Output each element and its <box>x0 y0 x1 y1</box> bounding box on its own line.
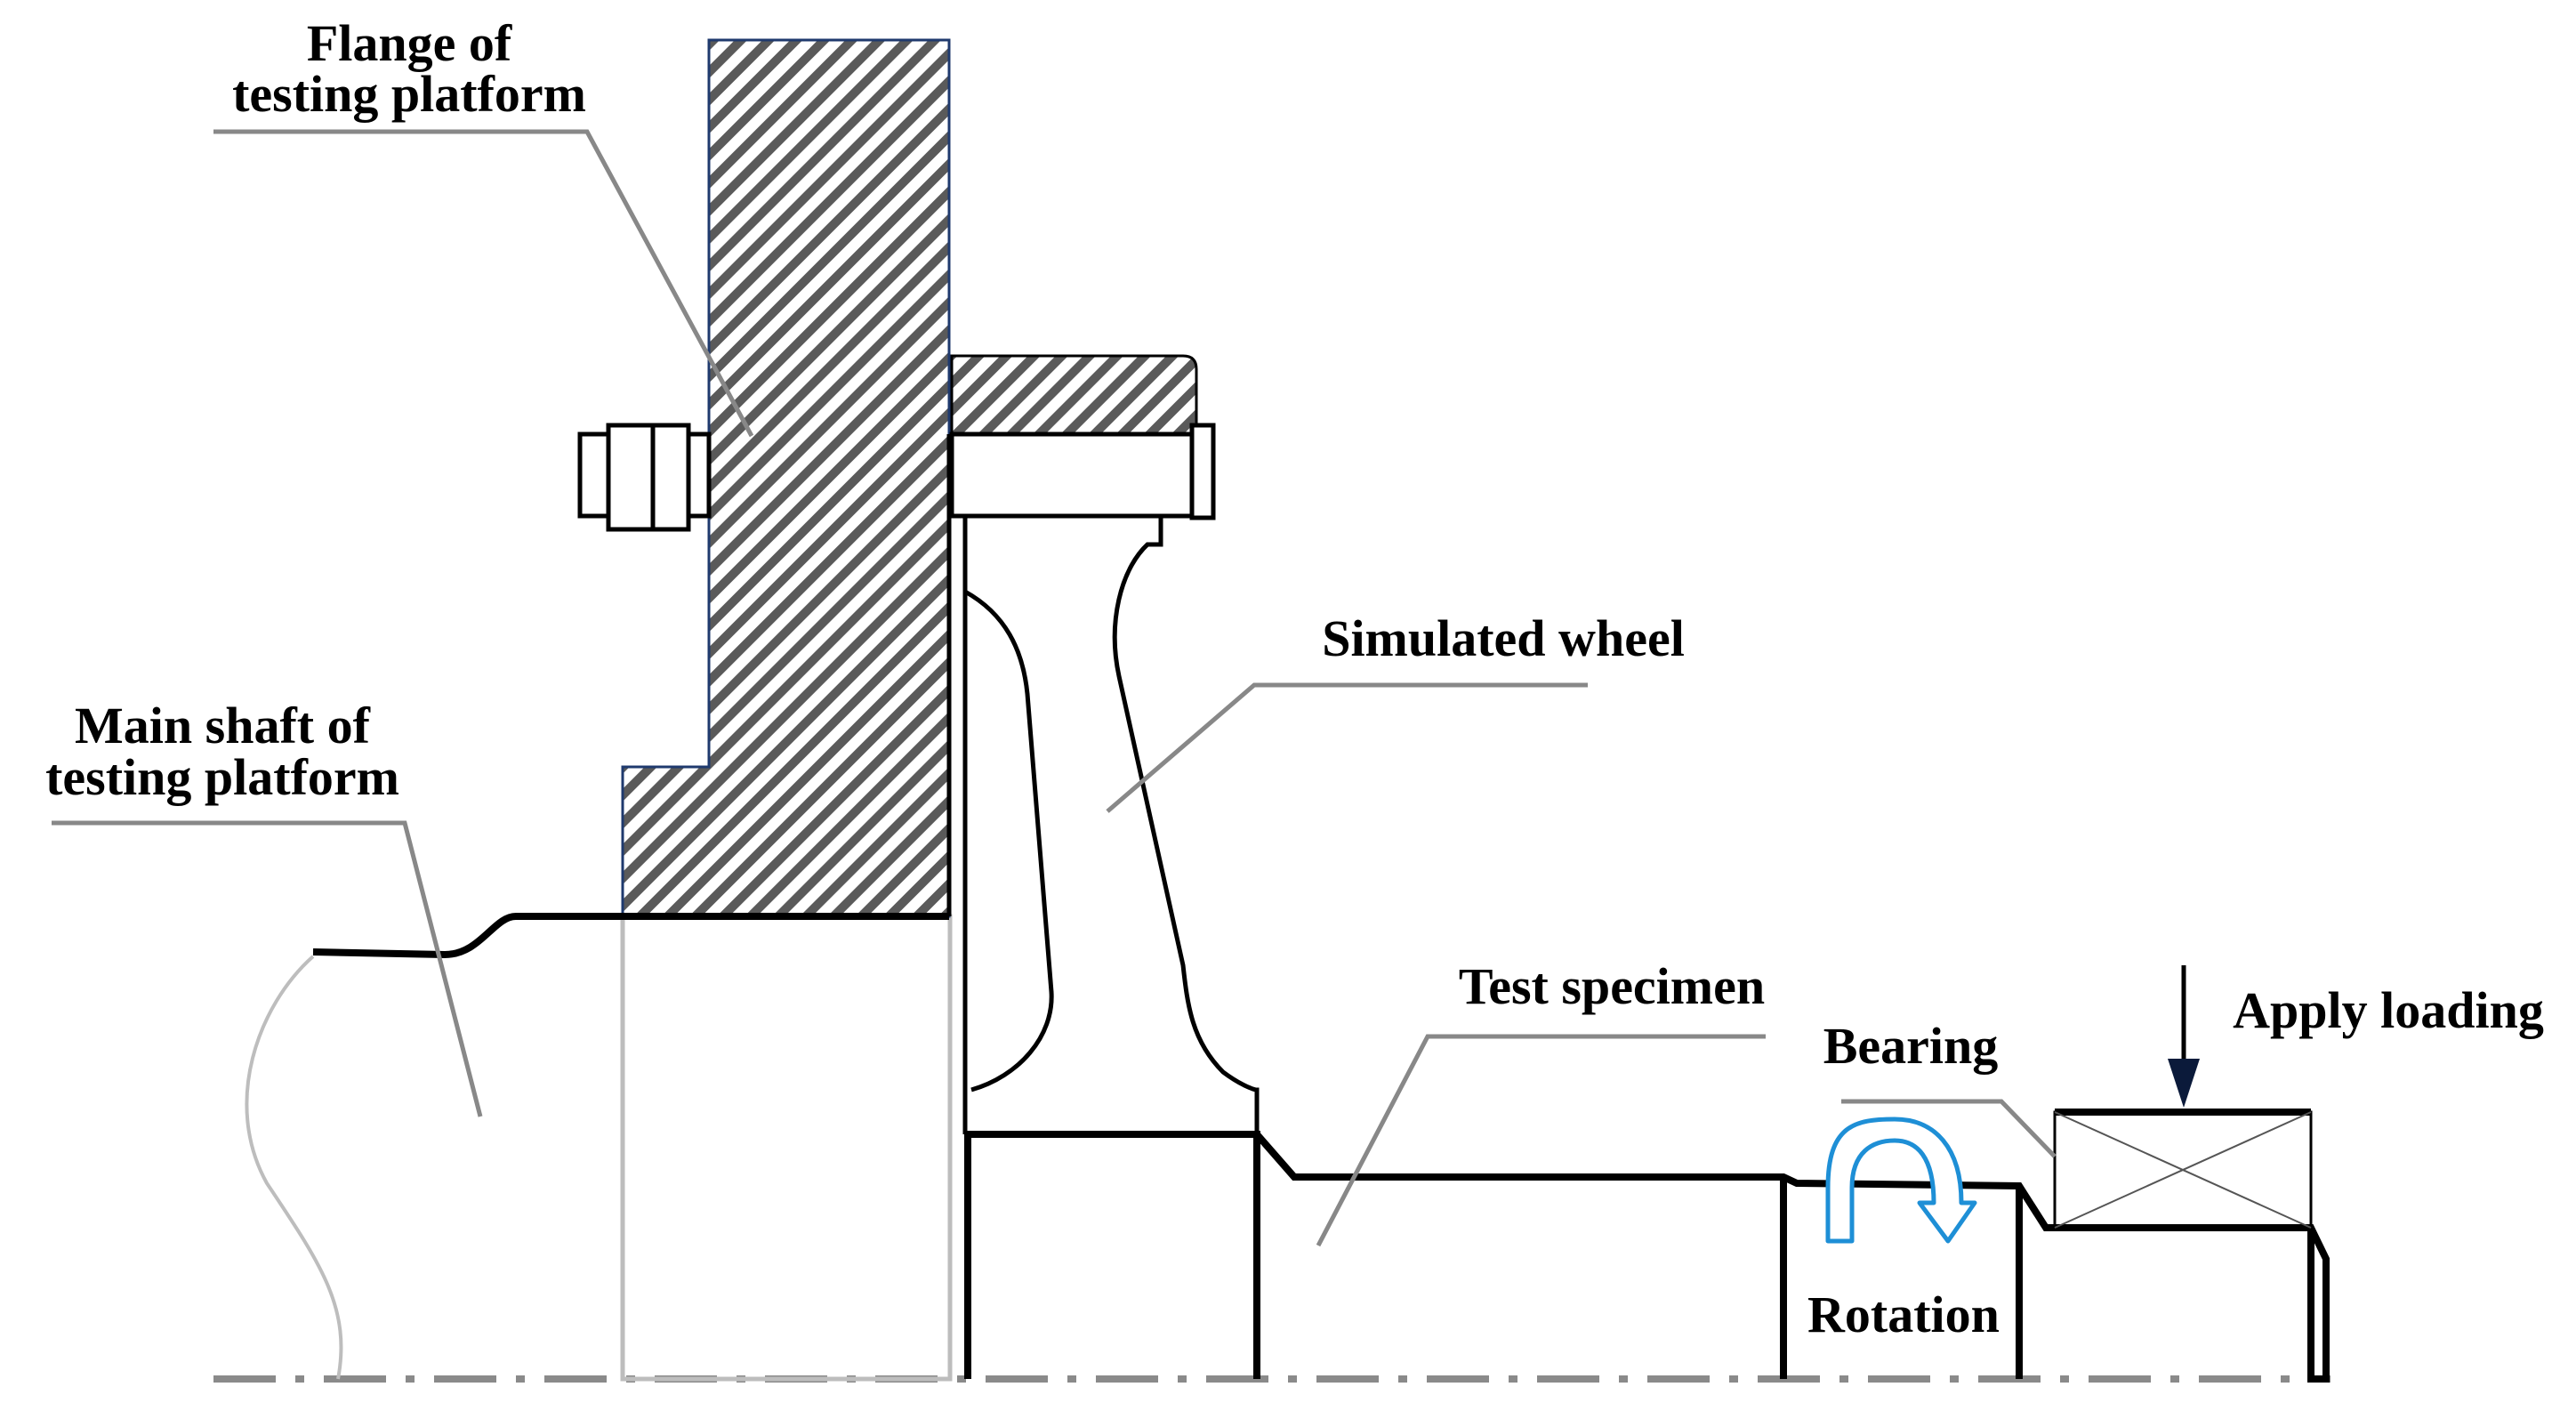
label-rotation: Rotation <box>1807 1286 2000 1343</box>
label-flange-line1: Flange of <box>307 14 512 72</box>
label-flange-line2: testing platform <box>232 65 586 123</box>
flange-lower-body <box>620 914 953 1382</box>
simulated-wheel-left-profile <box>962 516 1054 1134</box>
wheel-clamp-ring <box>950 354 1198 436</box>
main-shaft-profile <box>312 913 949 959</box>
wheel-hub <box>964 1131 1260 1379</box>
label-main-shaft-line1: Main shaft of <box>75 697 371 754</box>
label-bearing: Bearing <box>1823 1017 1999 1075</box>
leader-lines <box>52 129 2057 1247</box>
main-shaft-break-line <box>245 955 343 1380</box>
leader-flange <box>213 129 754 438</box>
label-main-shaft-line2: testing platform <box>45 748 399 806</box>
leader-main-shaft <box>52 820 483 1117</box>
leader-bearing <box>1841 1099 2057 1158</box>
bolt-nut-left <box>577 423 712 532</box>
label-test-specimen: Test specimen <box>1459 957 1765 1015</box>
bolt-shank <box>949 423 1216 520</box>
apply-loading-arrow <box>2168 965 2200 1108</box>
simulated-wheel-right-profile <box>1112 516 1260 1134</box>
test-specimen-profile <box>1253 1132 2330 1383</box>
leader-simulated-wheel <box>1106 682 1588 813</box>
leader-test-specimen <box>1316 1034 1766 1247</box>
bearing-box <box>2053 1109 2313 1231</box>
label-simulated-wheel: Simulated wheel <box>1322 609 1685 667</box>
label-apply-loading: Apply loading <box>2233 981 2544 1039</box>
rotation-arrow <box>1825 1117 1977 1244</box>
